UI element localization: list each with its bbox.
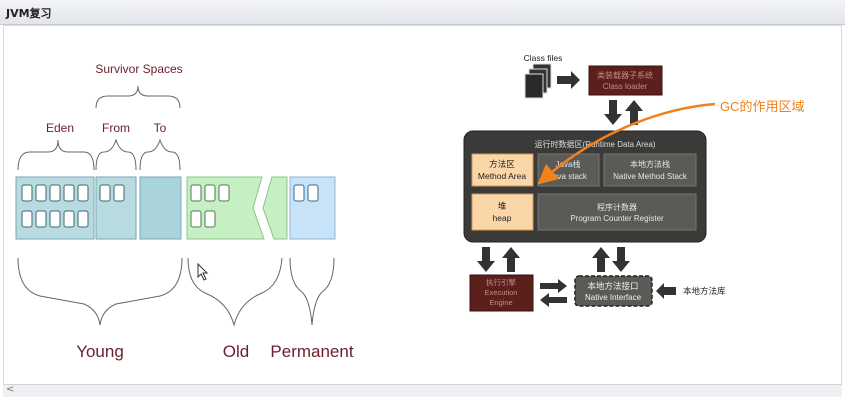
window-title: JVM复习 [6,7,52,20]
execution-engine-box [469,274,534,312]
young-brace [17,257,183,326]
pc-register-cn: 程序计数器 [597,202,637,212]
native-interface-box [574,275,653,307]
permanent-brace [289,257,335,326]
heap-box [471,193,534,231]
java-stack-en: Java stack [549,172,588,181]
arrow-native-up [592,247,610,272]
eden-brace [17,139,95,171]
from-label: From [102,121,130,135]
young-label: Young [76,342,124,361]
method-area-cn: 方法区 [489,159,515,169]
pc-register-en: Program Counter Register [570,214,664,223]
execution-engine-cn: 执行引擎 [486,277,516,287]
scroll-left-icon[interactable]: < [6,384,15,395]
horizontal-scrollbar[interactable]: < [3,384,842,397]
class-loader-cn: 类装载器子系统 [597,70,653,80]
to-brace [139,138,181,171]
runtime-area-label: 运行时数据区(Runtime Data Area) [535,139,656,149]
arrow-engine-to-runtime [502,247,520,272]
method-area-box [471,153,534,187]
arrow-to-loader [557,71,580,89]
survivor-brace [95,85,181,109]
native-stack-en: Native Method Stack [613,172,688,181]
class-files-icon [524,63,552,99]
method-area-en: Method Area [478,171,526,181]
arrow-native-to-engine [540,293,567,307]
class-loader-box [588,65,663,96]
arrow-engine-to-native [540,279,567,293]
native-lib-label: 本地方法库 [683,286,726,296]
heap-cn: 堆 [498,201,507,211]
native-stack-cn: 本地方法栈 [630,159,670,169]
pc-register-box [537,193,697,231]
native-stack-box [603,153,697,187]
eden-objects [21,184,89,228]
survivor-spaces-label: Survivor Spaces [95,62,182,76]
execution-engine-en1: Execution [485,288,518,297]
class-loader-en: Class loader [603,82,648,91]
eden-label: Eden [46,121,74,135]
arrow-runtime-to-native [612,247,630,272]
heap-en: heap [493,213,512,223]
old-label: Old [223,342,249,361]
gc-label: GC的作用区域 [720,99,805,114]
arrow-runtime-up [625,100,643,125]
gc-arrow [537,102,716,185]
arrow-from-native-lib [656,283,676,299]
from-brace [95,138,137,171]
class-files-label: Class files [524,53,563,63]
to-space [139,176,182,240]
arrow-runtime-to-engine [477,247,495,272]
old-objects [190,184,230,228]
old-brace [187,257,283,327]
from-objects [99,184,125,202]
permanent-label: Permanent [270,342,353,361]
window-titlebar: JVM复习 [0,0,845,25]
cursor-icon [197,262,209,281]
permanent-objects [293,184,319,202]
to-label: To [154,121,167,135]
arrow-loader-down [604,100,622,125]
native-interface-en: Native Interface [585,293,642,302]
native-interface-cn: 本地方法接口 [587,281,638,291]
execution-engine-en2: Engine [489,298,512,307]
java-stack-cn: Java栈 [556,159,581,169]
